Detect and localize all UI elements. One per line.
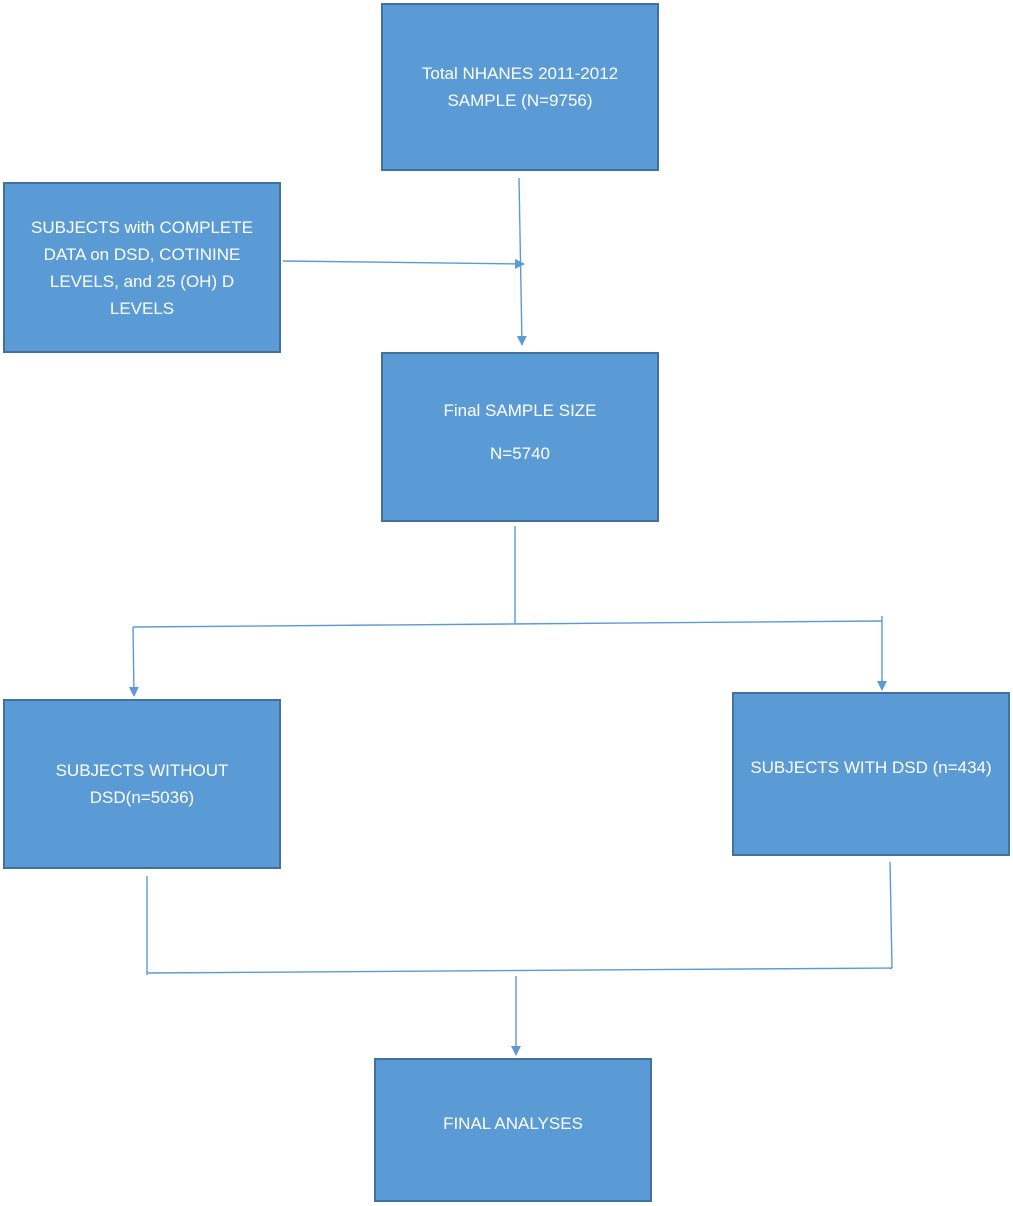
split-horizontal [132,620,883,628]
final-analyses-line-1: FINAL ANALYSES [443,1114,583,1133]
arrow-to-without-dsd [128,626,139,697]
arrow-total-to-final [516,177,527,346]
with-dsd-box: SUBJECTS WITH DSD (n=434) [732,692,1010,856]
total-sample-box: Total NHANES 2011-2012 SAMPLE (N=9756) [381,3,659,171]
complete-data-line-4: LEVELS [109,298,175,318]
total-sample-line-2: SAMPLE (N=9756) [447,91,593,110]
with-dsd-line-1: SUBJECTS WITH DSD (n=434) [750,758,992,777]
final-sample-line-2: N=5740 [489,444,551,463]
final-sample-box: Final SAMPLE SIZE N=5740 [381,352,659,522]
complete-data-line-1: SUBJECTS with COMPLETE [31,217,253,237]
final-sample-line-1: Final SAMPLE SIZE [443,401,597,420]
complete-data-box: SUBJECTS with COMPLETE DATA on DSD, COTI… [3,182,281,353]
complete-data-line-3: LEVELS, and 25 (OH) D [49,271,235,291]
final-analyses-box: FINAL ANALYSES [374,1058,652,1202]
complete-data-line-2: DATA on DSD, COTININE [43,244,241,264]
without-dsd-box: SUBJECTS WITHOUT DSD(n=5036) [3,699,281,869]
without-dsd-line-1: SUBJECTS WITHOUT [55,761,229,780]
merge-horizontal [146,967,893,974]
arrow-complete-data-merge [282,258,525,269]
without-dsd-line-2: DSD(n=5036) [89,788,195,807]
merge-right-stem [889,861,893,969]
total-sample-line-1: Total NHANES 2011-2012 [421,64,619,83]
